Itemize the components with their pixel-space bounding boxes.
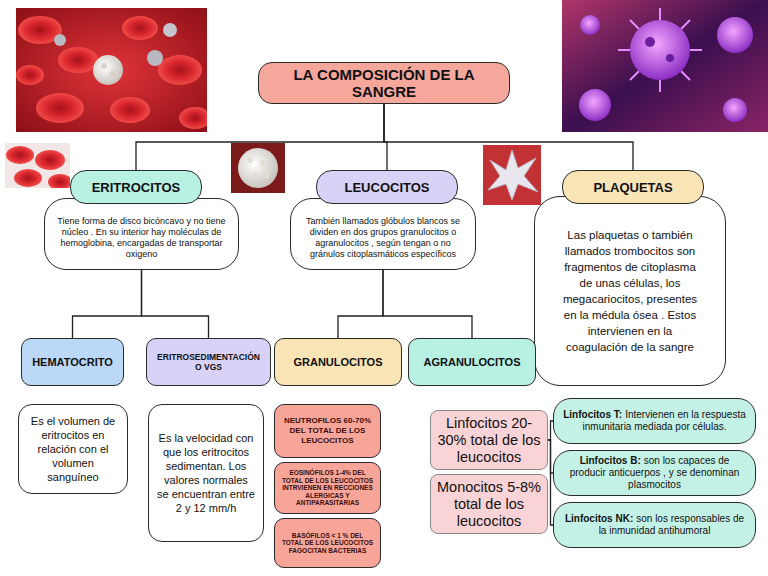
term-label: Linfocitos T:	[563, 409, 622, 420]
category-pill: LEUCOCITOS	[316, 170, 458, 204]
lymphocyte-box: Linfocitos NK:son los responsables de la…	[553, 502, 756, 548]
connector-line	[338, 270, 383, 338]
node-text: BASÓFILOS < 1 % DEL TOTAL DE LOS LEUCOCI…	[281, 532, 374, 555]
term-label: Linfocitos NK:	[565, 513, 633, 524]
title-box: LA COMPOSICIÓN DE LA SANGRE	[258, 62, 510, 104]
description-box: Tiene forma de disco bicóncavo y no tien…	[44, 198, 239, 270]
connector-line	[136, 104, 384, 170]
node-text: Las plaquetas o también llamados tromboc…	[557, 227, 703, 355]
subcategory-box: HEMATOCRITO	[21, 338, 124, 386]
subcategory-box: AGRANULOCITOS	[408, 338, 536, 386]
connector-line	[73, 270, 142, 338]
node-text: ERITROCITOS	[71, 180, 201, 195]
node-text: EOSINÓFILOS 1-4% DEL TOTAL DE LOS LEUCOC…	[281, 469, 374, 507]
category-pill: ERITROCITOS	[70, 170, 202, 204]
cell-type-box: Linfocitos 20-30% total de los leucocito…	[430, 410, 548, 470]
node-text: También llamados glóbulos blancos se div…	[303, 216, 463, 260]
platelet-image	[483, 145, 541, 205]
description-box: Es la velocidad con que los eritrocitos …	[148, 404, 264, 542]
node-text: AGRANULOCITOS	[415, 356, 529, 369]
cell-type-box: EOSINÓFILOS 1-4% DEL TOTAL DE LOS LEUCOC…	[274, 462, 381, 514]
lymphocyte-box: Linfocitos T:Intervienen en la respuesta…	[553, 398, 756, 444]
node-text: LEUCOCITOS	[317, 180, 457, 195]
blood-image	[16, 8, 207, 132]
node-text: Monocitos 5-8% total de los leucocitos	[435, 479, 543, 530]
term-label: Linfocitos B:	[580, 455, 641, 466]
node-text: GRANULOCITOS	[281, 356, 395, 369]
node-text: NEUTROFILOS 60-70% DEL TOTAL DE LOS LEUC…	[281, 416, 374, 446]
description-box: Las plaquetas o también llamados tromboc…	[534, 196, 726, 386]
node-text: Linfocitos 20-30% total de los leucocito…	[435, 415, 543, 466]
connector-line	[548, 440, 553, 525]
lymphocyte-box: Linfocitos B:son los capaces de producir…	[553, 450, 756, 496]
virus-image	[562, 0, 768, 132]
node-text: Es la velocidad con que los eritrocitos …	[157, 431, 255, 515]
description-box: También llamados glóbulos blancos se div…	[290, 198, 476, 270]
cell-type-box: BASÓFILOS < 1 % DEL TOTAL DE LOS LEUCOCI…	[274, 518, 381, 568]
cell-type-box: Monocitos 5-8% total de los leucocitos	[430, 474, 548, 534]
node-text: ERITROSEDIMENTACIÓN O VGS	[153, 352, 264, 372]
cell-type-box: NEUTROFILOS 60-70% DEL TOTAL DE LOS LEUC…	[274, 404, 381, 458]
node-text: Tiene forma de disco bicóncavo y no tien…	[57, 216, 226, 260]
node-text: Es el volumen de eritrocitos en relación…	[27, 414, 119, 484]
connector-line	[384, 104, 633, 170]
red-cells-image	[5, 143, 70, 188]
connector-line	[383, 270, 472, 338]
node-text: LA COMPOSICIÓN DE LA SANGRE	[289, 66, 479, 100]
white-cell-image	[231, 143, 285, 193]
subcategory-box: GRANULOCITOS	[274, 338, 402, 386]
connector-line	[142, 270, 209, 338]
category-pill: PLAQUETAS	[562, 170, 704, 204]
subcategory-box: ERITROSEDIMENTACIÓN O VGS	[146, 338, 271, 386]
connector-line	[384, 104, 387, 170]
description-box: Es el volumen de eritrocitos en relación…	[18, 404, 128, 494]
node-text: HEMATOCRITO	[28, 356, 117, 369]
node-text: PLAQUETAS	[563, 180, 703, 195]
